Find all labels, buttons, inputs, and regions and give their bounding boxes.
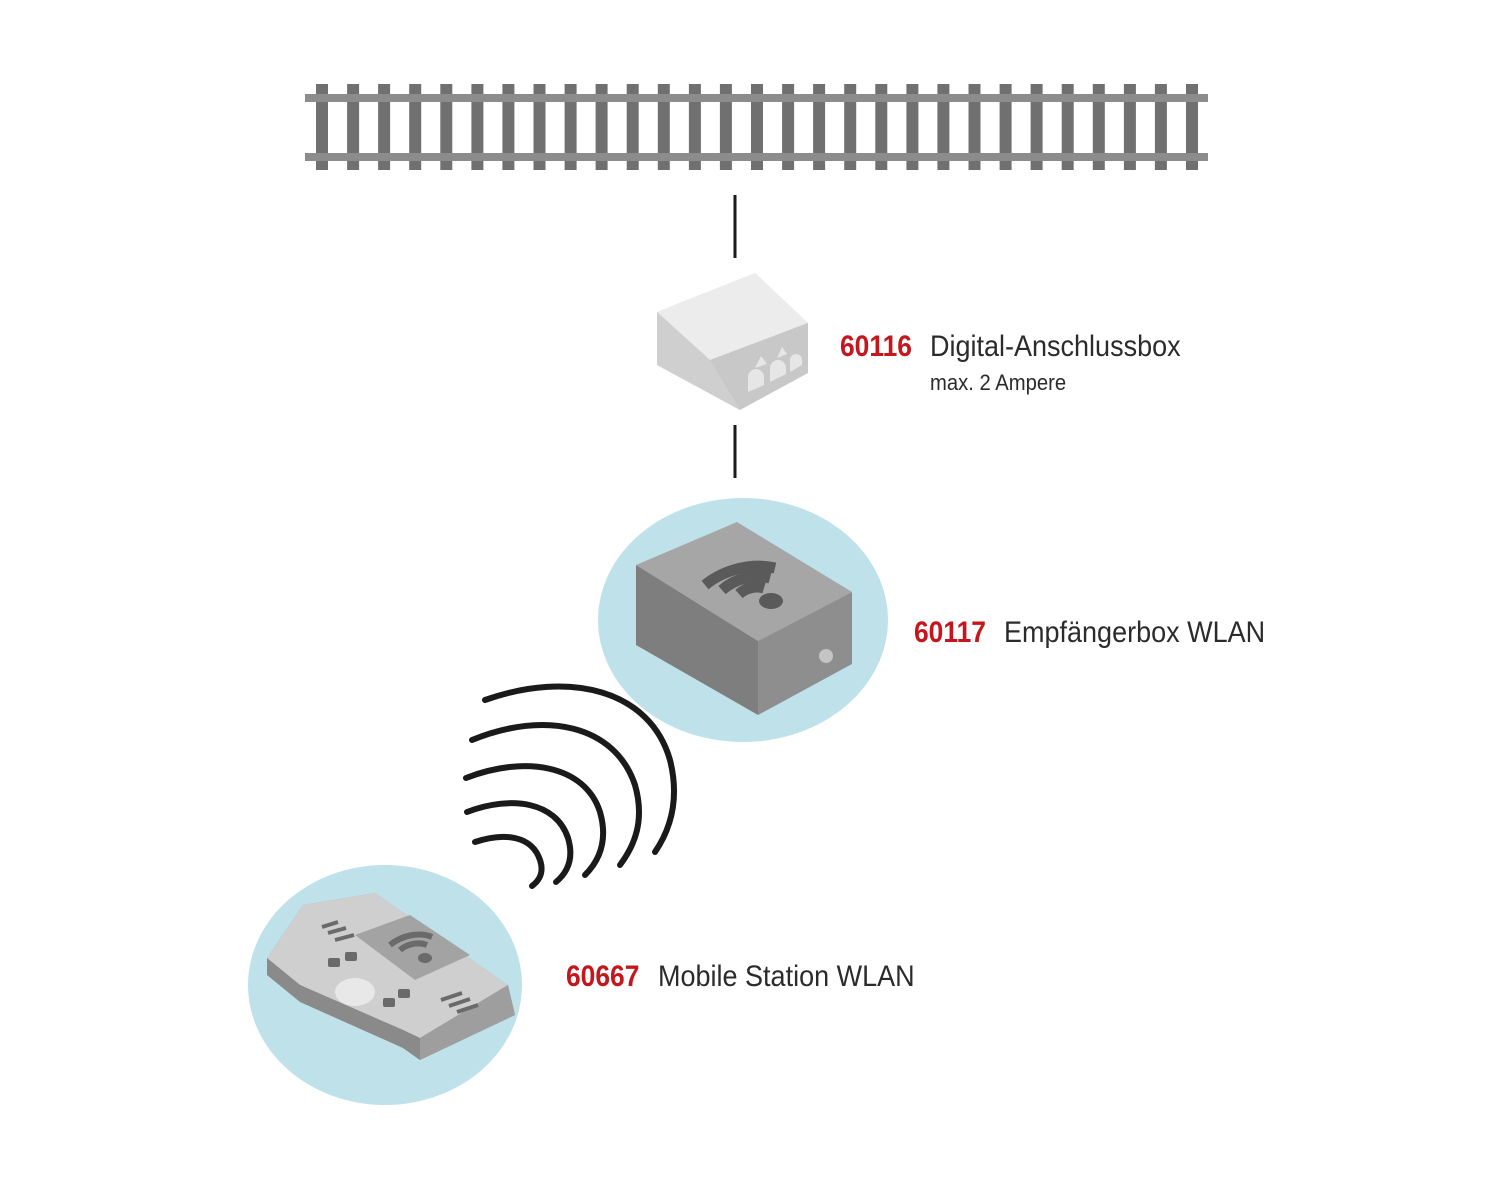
- track-sleeper: [564, 84, 577, 170]
- track-sleeper: [688, 84, 701, 170]
- track-sleeper: [1186, 84, 1198, 170]
- track-sleeper: [719, 84, 732, 170]
- track-sleeper: [409, 84, 422, 170]
- track-sleeper: [1154, 84, 1167, 170]
- track-sleeper: [657, 84, 670, 170]
- track-sleeper: [968, 84, 981, 170]
- track-sleeper: [502, 84, 515, 170]
- connection-box-icon: [657, 273, 808, 410]
- track-sleeper: [533, 84, 546, 170]
- track-sleeper: [378, 84, 391, 170]
- device-label-60667: 60667 Mobile Station WLAN: [566, 960, 943, 994]
- wlan-receiver-box-icon: [598, 498, 888, 742]
- track-sleeper: [937, 84, 950, 170]
- track-sleeper: [999, 84, 1012, 170]
- device-name: Mobile Station WLAN: [657, 960, 915, 993]
- device-label-60116: 60116 Digital-Anschlussbox: [840, 330, 1209, 364]
- device-name: Digital-Anschlussbox: [930, 330, 1181, 363]
- track-sleeper: [906, 84, 919, 170]
- track-sleeper: [782, 84, 795, 170]
- track-sleeper: [471, 84, 484, 170]
- device-number: 60117: [914, 616, 986, 649]
- track-icon: [305, 84, 1208, 170]
- track-sleeper: [875, 84, 888, 170]
- radio-waves-icon: [463, 683, 678, 889]
- track-sleeper: [1123, 84, 1136, 170]
- device-label-60117: 60117 Empfängerbox WLAN: [914, 616, 1294, 650]
- device-name: Empfängerbox WLAN: [1004, 616, 1266, 649]
- track-sleeper: [751, 84, 763, 170]
- track-sleeper: [626, 84, 639, 170]
- track-sleeper: [1092, 84, 1105, 170]
- track-sleeper: [347, 84, 360, 170]
- track-sleeper: [1030, 84, 1043, 170]
- track-sleeper: [316, 84, 328, 170]
- track-sleeper: [440, 84, 453, 170]
- track-sleeper: [844, 84, 857, 170]
- track-sleeper: [813, 84, 826, 170]
- device-note: max. 2 Ampere: [930, 370, 1067, 395]
- device-number: 60116: [840, 330, 912, 363]
- track-sleeper: [595, 84, 608, 170]
- track-sleeper: [1061, 84, 1074, 170]
- mobile-station-icon: [248, 865, 522, 1105]
- device-number: 60667: [566, 960, 640, 993]
